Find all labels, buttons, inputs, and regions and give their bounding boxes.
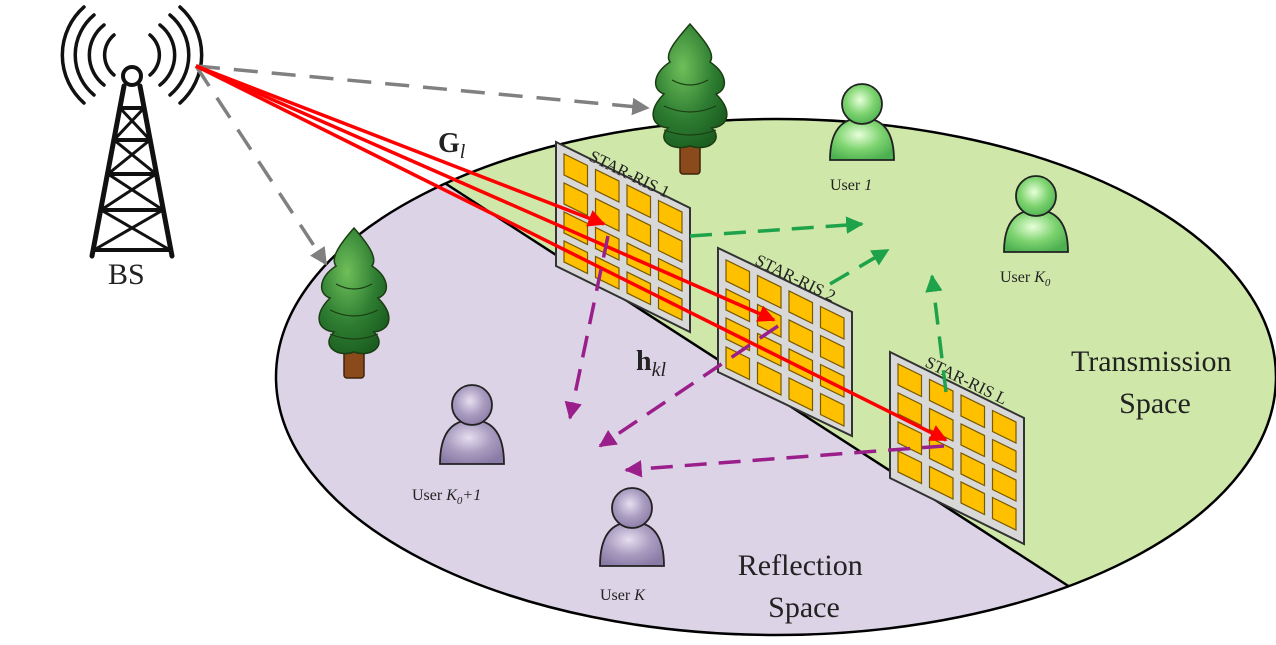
reflect-ris-1 <box>564 235 610 420</box>
channel-g-label: Gl <box>438 128 466 163</box>
star-ris-1-element <box>626 213 652 248</box>
star-ris-2-element <box>725 258 751 294</box>
transmit-ris-2 <box>829 248 890 286</box>
star-ris-1-element <box>626 184 652 219</box>
star-ris-2-element <box>819 334 845 370</box>
star-ris-l-element <box>991 467 1017 503</box>
transmit-ris-1 <box>689 216 864 238</box>
user-k-icon <box>599 487 665 567</box>
star-ris-1-panel: STAR-RIS 1 <box>555 140 691 334</box>
ground-ellipse-outline <box>274 117 1276 637</box>
reflect-ris-2 <box>598 324 779 448</box>
user-k0-label: User K0 <box>1000 269 1051 289</box>
link-bs-to-ris-1 <box>195 64 606 227</box>
link-bs-to-ris-l <box>195 64 948 442</box>
star-ris-1-element <box>594 168 620 203</box>
star-ris-l-element <box>897 391 923 427</box>
user-1-icon <box>829 83 895 161</box>
star-ris-2-element <box>756 361 782 396</box>
star-ris-l-element <box>960 394 986 429</box>
star-ris-l-element <box>897 420 923 456</box>
reflection-space-label: Reflection Space <box>738 549 870 624</box>
transmission-space-label: Transmission Space <box>1071 345 1239 420</box>
link-bs-to-ris-2 <box>195 64 776 322</box>
tree-top-icon <box>652 22 728 175</box>
star-ris-2-element <box>788 290 814 325</box>
star-ris-2-element <box>819 305 845 341</box>
star-ris-l-element <box>960 423 986 458</box>
star-ris-l-element <box>897 449 923 485</box>
star-ris-2-panel: STAR-RIS 2 <box>717 246 853 438</box>
bs-label: BS <box>108 258 145 291</box>
star-ris-l-element <box>991 438 1017 474</box>
star-ris-2-element <box>756 274 782 309</box>
user-k0-plus-1-label: User K0+1 <box>412 487 481 507</box>
blocked-link-to-tree-left <box>194 65 328 266</box>
star-ris-2-element <box>788 377 814 412</box>
tree-left-icon <box>318 226 390 379</box>
base-station-tower-icon <box>60 5 204 259</box>
user-k0-icon <box>1003 175 1069 253</box>
star-ris-l-element <box>960 481 986 516</box>
star-ris-l-element <box>928 465 954 500</box>
star-ris-1-element <box>657 199 683 235</box>
user-k0-plus-1-icon <box>439 384 505 465</box>
star-ris-2-element <box>819 392 845 428</box>
star-ris-l-element <box>897 362 923 398</box>
star-ris-1-element <box>563 152 589 188</box>
star-ris-2-element <box>788 319 814 354</box>
transmit-ris-l <box>925 274 948 393</box>
reflect-ris-l <box>624 444 945 478</box>
user-1-label: User 1 <box>830 177 872 194</box>
star-ris-1-element <box>657 228 683 264</box>
star-ris-l-element <box>991 409 1017 445</box>
user-k-label: User K <box>600 587 646 604</box>
star-ris-l-element <box>960 452 986 487</box>
channel-h-label: hkl <box>636 346 666 381</box>
star-ris-l-element <box>991 496 1017 532</box>
